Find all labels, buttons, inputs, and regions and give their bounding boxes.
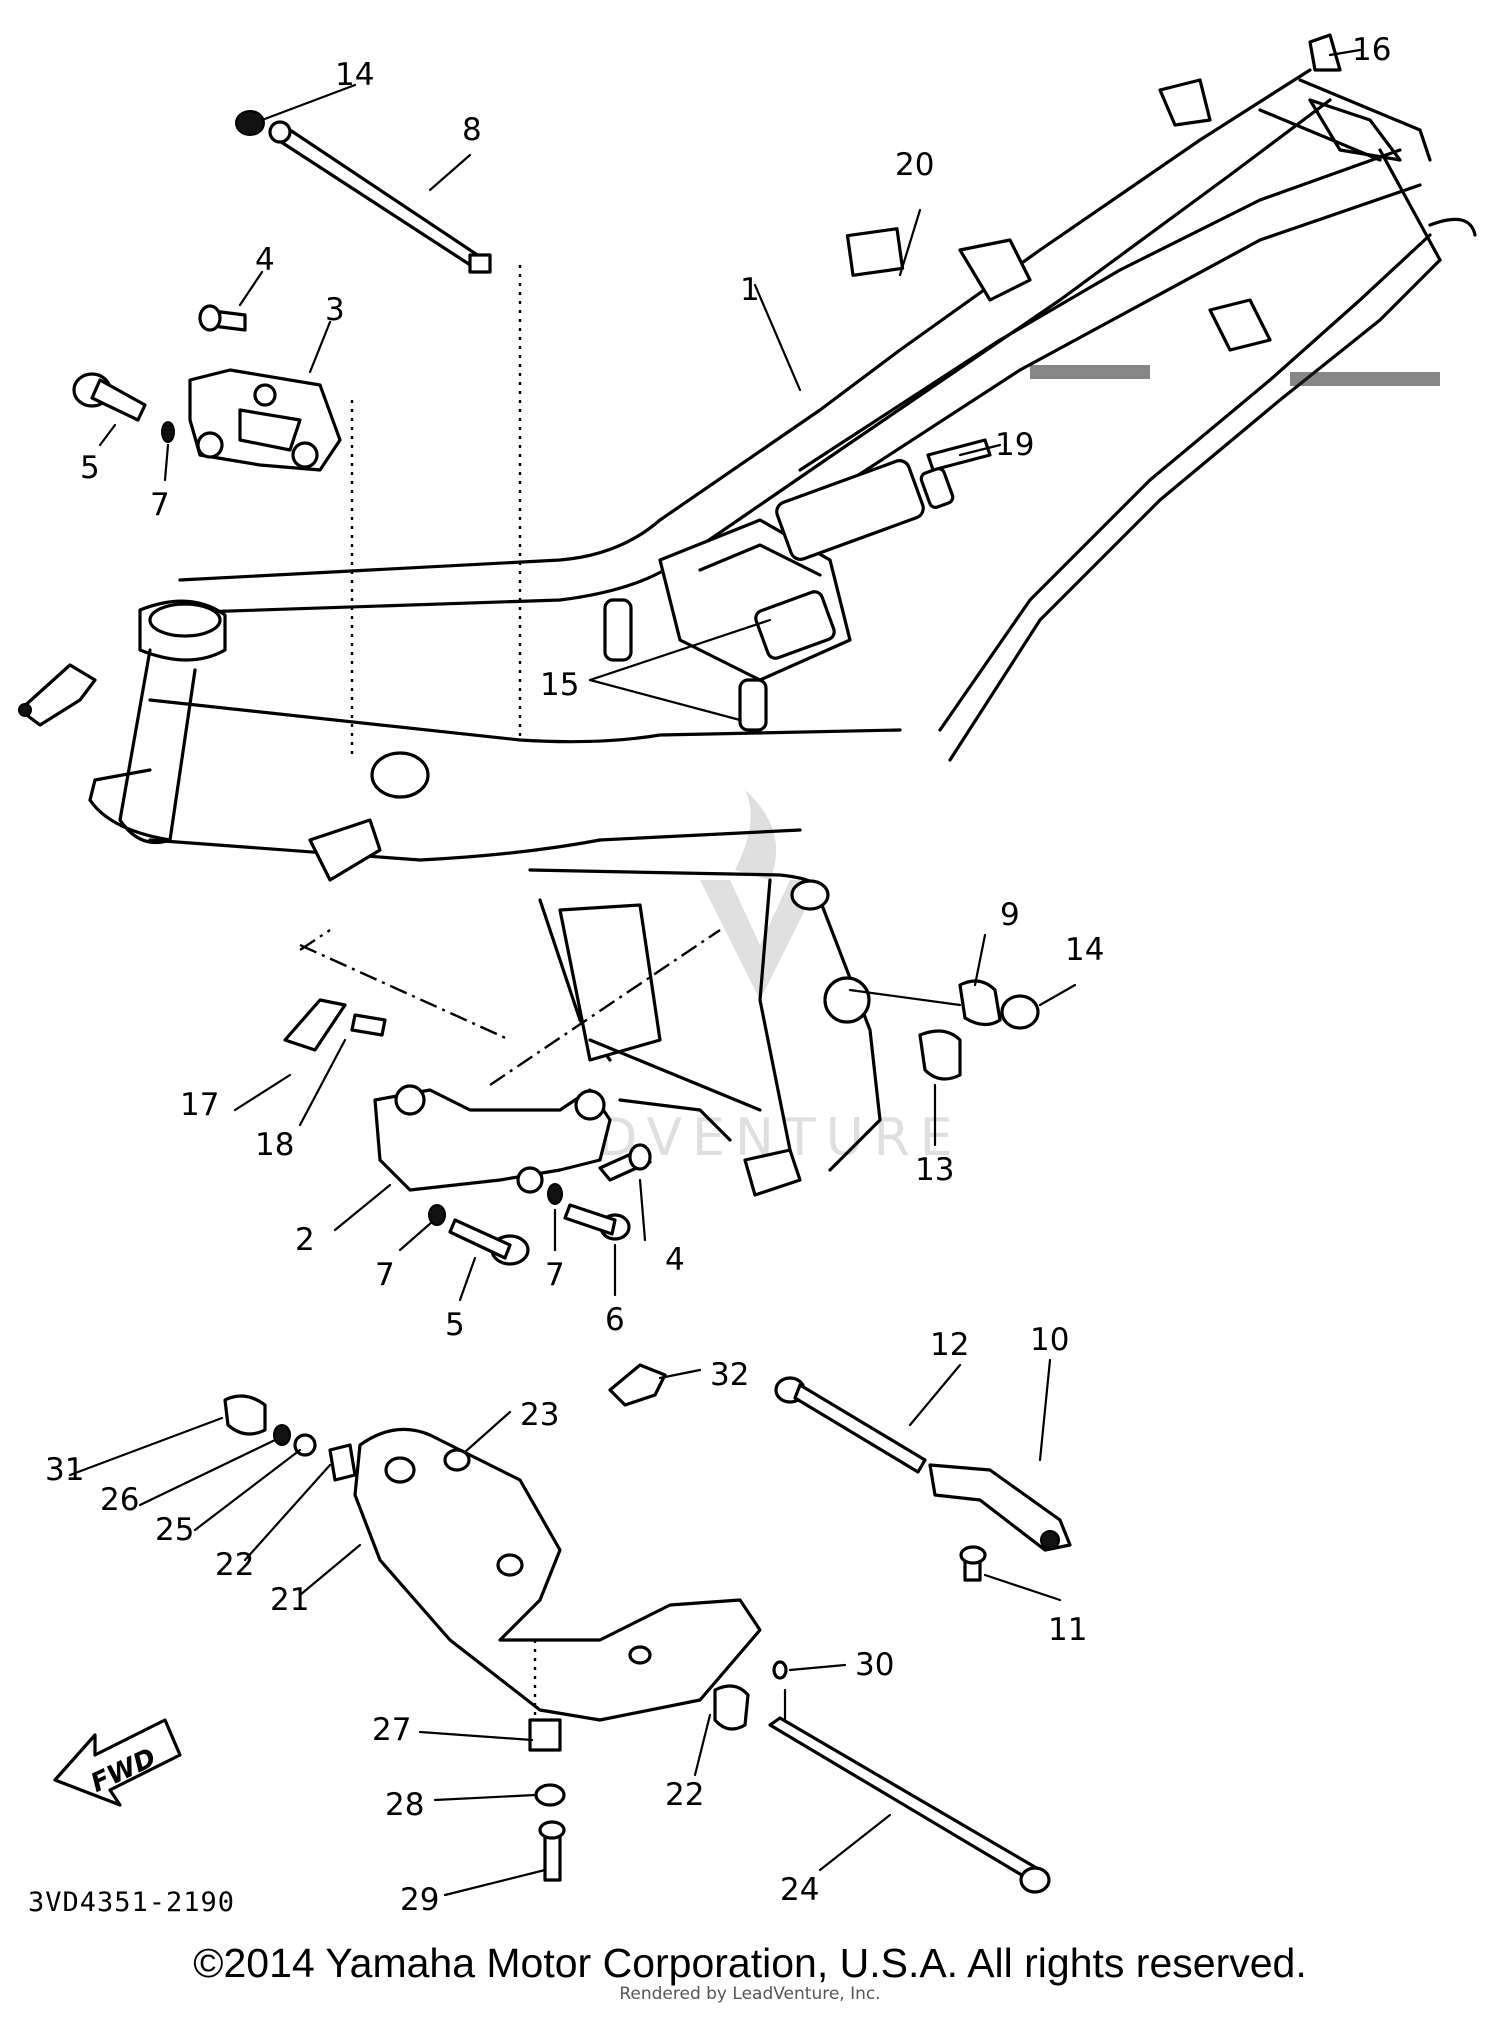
engine-bracket-2 bbox=[283, 998, 652, 1266]
callout-1: 1 bbox=[740, 272, 760, 308]
callout-14-top: 14 bbox=[335, 57, 374, 93]
bolt-12-bracket-10 bbox=[774, 1376, 1072, 1582]
callout-4-bottom: 4 bbox=[665, 1242, 685, 1278]
rendered-by-credit: Rendered by LeadVenture, Inc. bbox=[619, 1984, 881, 2004]
callout-29: 29 bbox=[400, 1882, 439, 1918]
bolt-8-assembly bbox=[235, 110, 492, 274]
callout-7-top: 7 bbox=[150, 487, 170, 523]
callout-8: 8 bbox=[462, 112, 482, 148]
callout-12: 12 bbox=[930, 1327, 969, 1363]
callout-6: 6 bbox=[605, 1302, 625, 1338]
engine-bracket-3 bbox=[72, 304, 342, 472]
copyright-notice: ©2014 Yamaha Motor Corporation, U.S.A. A… bbox=[193, 1940, 1307, 1986]
callout-20: 20 bbox=[895, 147, 934, 183]
callout-4-top: 4 bbox=[255, 242, 275, 278]
callout-31: 31 bbox=[45, 1452, 84, 1488]
callout-7-lower-mid: 7 bbox=[545, 1257, 565, 1293]
callout-19: 19 bbox=[995, 427, 1034, 463]
diagram-reference-code: 3VD4351-2190 bbox=[28, 1887, 236, 1918]
main-frame-part-1 bbox=[18, 68, 1477, 1197]
callout-16: 16 bbox=[1352, 32, 1391, 68]
callout-24: 24 bbox=[780, 1872, 819, 1908]
callout-22-bottom: 22 bbox=[665, 1777, 704, 1813]
callout-14-right: 14 bbox=[1065, 932, 1104, 968]
frame-exploded-diagram: LEADVENTURE bbox=[18, 32, 1477, 1918]
callout-5-bottom: 5 bbox=[445, 1307, 465, 1343]
callout-7-lower-left: 7 bbox=[375, 1257, 395, 1293]
callout-23: 23 bbox=[520, 1397, 559, 1433]
callout-22-left: 22 bbox=[215, 1547, 254, 1583]
callout-9: 9 bbox=[1000, 897, 1020, 933]
callout-13: 13 bbox=[915, 1152, 954, 1188]
callout-15: 15 bbox=[540, 667, 579, 703]
callout-28: 28 bbox=[385, 1787, 424, 1823]
callout-18: 18 bbox=[255, 1127, 294, 1163]
callout-17: 17 bbox=[180, 1087, 219, 1123]
engine-guard-21 bbox=[223, 1363, 1051, 1894]
callout-21: 21 bbox=[270, 1582, 309, 1618]
callout-26: 26 bbox=[100, 1482, 139, 1518]
callout-3: 3 bbox=[325, 292, 345, 328]
callout-10: 10 bbox=[1030, 1322, 1069, 1358]
callout-5-top: 5 bbox=[80, 450, 100, 486]
forward-direction-arrow: FWD bbox=[53, 1718, 182, 1807]
callout-2: 2 bbox=[295, 1222, 315, 1258]
callout-11: 11 bbox=[1048, 1612, 1087, 1648]
spacer-collar-group bbox=[848, 979, 1040, 1081]
callout-30: 30 bbox=[855, 1647, 894, 1683]
callout-25: 25 bbox=[155, 1512, 194, 1548]
callout-labels: 1 2 3 4 4 5 5 6 7 7 7 8 9 10 11 12 13 14… bbox=[45, 32, 1391, 1918]
callout-32: 32 bbox=[710, 1357, 749, 1393]
leader-lines bbox=[68, 48, 1362, 1897]
small-parts-top bbox=[845, 33, 1342, 472]
callout-27: 27 bbox=[372, 1712, 411, 1748]
